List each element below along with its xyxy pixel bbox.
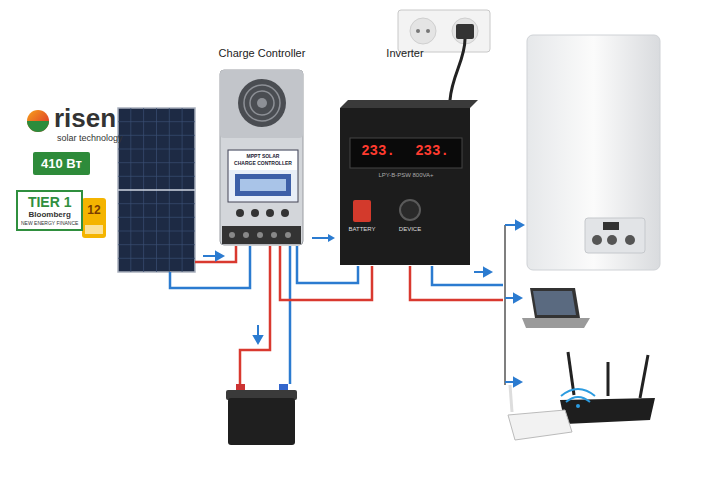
rating-text: 410 Вт xyxy=(41,156,82,171)
switch-label: DEVICE xyxy=(399,226,421,233)
component-heading: Charge Controller xyxy=(212,46,312,60)
component-heading: Inverter xyxy=(335,46,475,60)
charge-controller: Charge Controller xyxy=(212,46,312,246)
brand-tagline: solar technology xyxy=(57,134,123,144)
display-reading: 233. xyxy=(361,144,395,159)
brand-logo: risen xyxy=(54,104,116,133)
screen-text: MPPT SOLAR xyxy=(247,154,280,160)
power-badge: 410 Вт xyxy=(33,152,90,175)
warranty-years: 12 xyxy=(87,204,100,217)
brand-text: Bloomberg xyxy=(21,210,78,220)
display-reading: 233. xyxy=(415,144,449,159)
arrow-line xyxy=(312,237,328,239)
flow-arrow xyxy=(312,234,335,242)
switch-label: BATTERY xyxy=(348,226,375,233)
inverter: Inverter xyxy=(335,46,475,268)
tier-text: TIER 1 xyxy=(21,195,78,210)
screen-text: CHARGE CONTROLLER xyxy=(234,161,292,167)
tier-badge: TIER 1BloombergNEW ENERGY FINANCE xyxy=(16,190,83,231)
model-text: LPY-B-PSW 800VA+ xyxy=(378,172,433,179)
brand-subtext: NEW ENERGY FINANCE xyxy=(21,220,78,226)
arrow-head xyxy=(328,234,335,242)
